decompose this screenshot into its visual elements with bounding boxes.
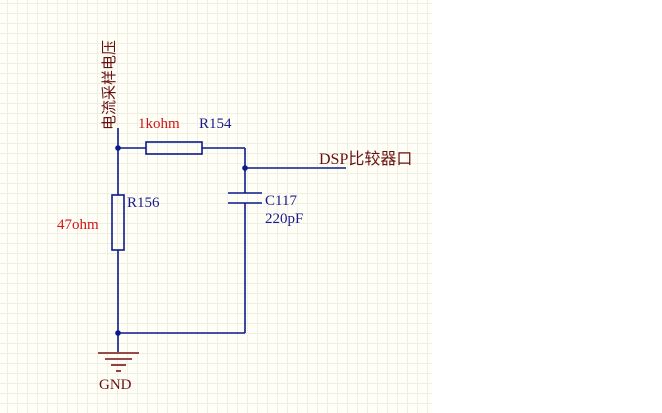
r156-value-label: 47ohm: [57, 217, 99, 233]
r156-designator-label: R156: [127, 195, 160, 211]
resistor-r154[interactable]: [145, 141, 203, 155]
net-label-sense-voltage: 电流采样电压: [101, 40, 118, 130]
schematic-canvas: 电流采样电压 1kohm R154 R156 47ohm C117 220pF …: [57, 40, 412, 393]
c117-designator-label: C117: [265, 193, 297, 209]
junction-dot-top-left: [115, 145, 121, 151]
net-label-dsp-compare: DSP比较器口: [319, 150, 412, 168]
r154-designator-label: R154: [199, 116, 232, 132]
capacitor-c117[interactable]: [228, 192, 262, 204]
net-label-gnd: GND: [99, 377, 132, 393]
r154-value-label: 1kohm: [138, 116, 180, 132]
junction-dot-bottom-left: [115, 330, 121, 336]
ground-symbol[interactable]: [98, 352, 139, 372]
resistor-r156[interactable]: [111, 194, 125, 251]
schematic-sheet: [0, 0, 432, 413]
junction-dot-dsp: [242, 165, 248, 171]
c117-value-label: 220pF: [265, 211, 303, 227]
